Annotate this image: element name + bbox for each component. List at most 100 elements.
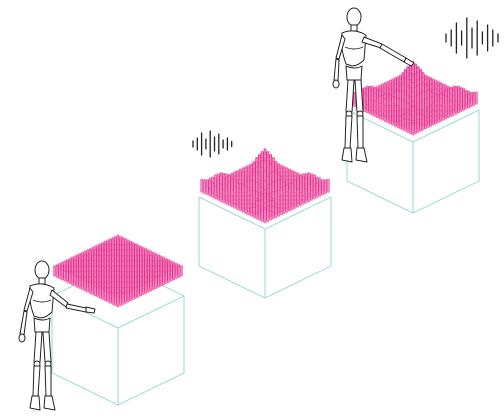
pin-cap [101,281,104,283]
pin-cap [449,109,453,111]
pin-column [203,182,206,195]
pin-cap [252,162,256,165]
pin-cap [101,283,104,286]
pin-cap [263,207,267,209]
pin-cap [86,276,89,278]
pin-cap [282,203,286,205]
pin-cap [285,207,289,209]
pin-cap [93,275,97,277]
pin-cap [258,199,261,201]
pin-cap [139,255,143,257]
pin-column [63,270,66,282]
pin-cap [78,277,82,279]
pin-cap [66,259,69,261]
pin-cap [132,288,135,291]
pin-column [411,123,415,136]
pin-column [260,210,264,223]
pin-cap [142,264,145,266]
pin-cap [86,269,89,271]
pin-cap [274,199,278,201]
pin-cap [129,260,132,262]
pin-cap [104,255,107,257]
pin-column [475,92,478,105]
pin-column [126,291,130,303]
pin-cap [124,260,127,262]
pin-cap [434,111,438,113]
pin-column [252,212,256,219]
pin-cap [406,109,410,111]
pin-cap [139,245,143,247]
pin-cap [238,171,242,173]
pin-cap [291,172,294,175]
pin-cap [252,202,256,205]
pin-column [154,278,158,289]
pin-cap [424,114,427,116]
pin-cap [101,249,104,251]
pin-cap [233,185,237,187]
pin-cap [396,78,399,80]
pin-cap [116,288,120,291]
pin-cap [266,160,270,162]
pin-column [134,288,137,299]
pin-cap [437,80,440,83]
pin-cap [81,261,84,263]
pin-cap [424,82,427,84]
pin-cap [157,273,160,276]
pin-cap [244,208,248,211]
pin-cap [439,109,443,111]
pin-cap [288,205,292,208]
pin-cap [401,76,405,79]
pin-cap [144,280,148,282]
pin-cap [114,253,117,255]
pin-cap [109,262,112,265]
pin-cap [147,271,150,273]
pin-column [116,296,120,308]
pin-cap [134,275,137,277]
pin-cap [274,206,278,208]
pin-cap [88,282,92,284]
pin-cap [378,84,382,86]
pin-cap [111,259,115,261]
pin-cap [376,88,379,90]
pin-cap [277,195,281,197]
pin-cap [277,211,281,213]
pin-cap [447,110,450,112]
pin-cap [121,278,125,281]
pin-column [162,274,165,286]
pin-cap [260,166,264,168]
pin-cap [134,272,137,275]
pin-cap [86,278,89,281]
pin-cap [429,77,432,79]
pin-cap [378,95,382,97]
pin-cap [454,98,458,101]
pin-cap [134,265,137,267]
pin-cap [378,114,382,116]
pin-cap [147,264,150,266]
pin-cap [304,188,308,190]
pin-cap [142,249,145,251]
pin-cap [244,197,248,200]
pin-column [71,274,74,286]
pin-column [137,286,140,298]
pin-cap [83,270,87,272]
pin-cap [99,272,102,275]
pin-column [460,107,463,113]
pin-column [437,118,440,124]
pin-cap [258,183,261,185]
pin-cap [241,183,245,186]
pin-cap [154,267,158,270]
pin-cap [83,277,87,279]
pin-cap [233,173,237,176]
pin-cap [73,275,77,277]
pin-cap [91,276,94,278]
pin-cap [293,197,297,200]
pin-cap [432,80,435,83]
pin-cap [444,109,448,111]
pin-cap [457,85,460,88]
pin-cap [396,75,399,78]
pin-cap [465,103,468,105]
pin-cap [258,195,261,198]
pin-cap [414,106,417,108]
pin-cap [269,172,272,175]
pin-cap [111,256,115,259]
